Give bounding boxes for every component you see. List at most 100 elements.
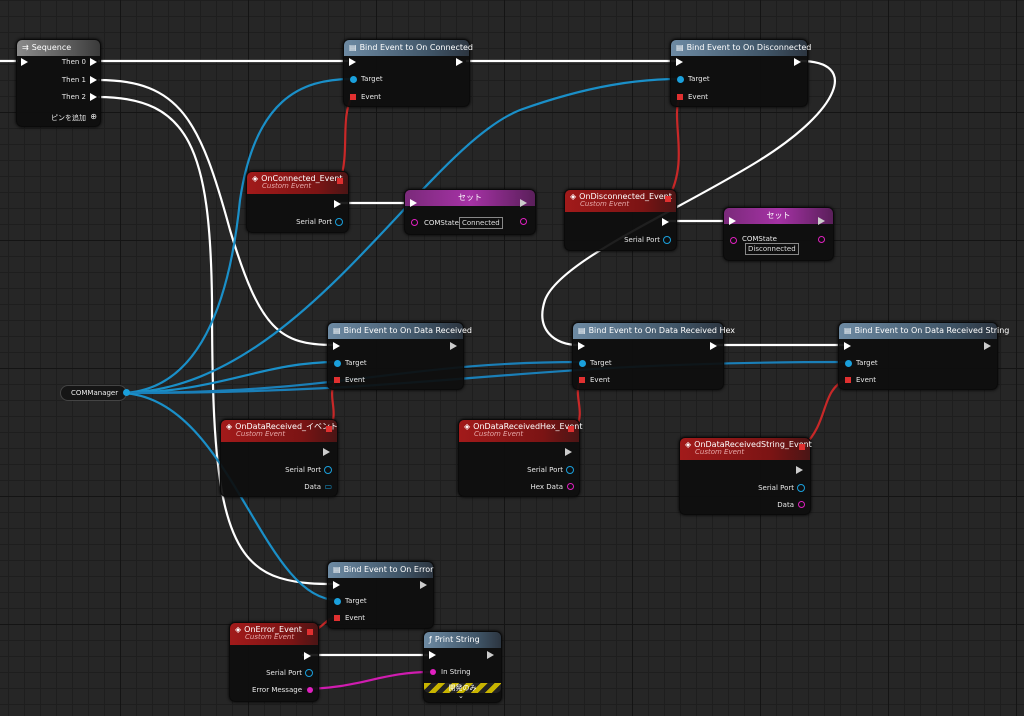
exec-out-pin[interactable] xyxy=(520,199,527,207)
exec-out-pin[interactable] xyxy=(794,58,801,66)
in-string-pin[interactable] xyxy=(430,669,436,675)
commanager-variable[interactable]: COMManager xyxy=(60,385,130,401)
event-icon: ◈ xyxy=(226,422,233,431)
event-pin[interactable] xyxy=(579,377,585,383)
exec-in-pin[interactable] xyxy=(844,342,851,350)
delegate-out-pin[interactable] xyxy=(307,629,313,635)
function-icon: ▤ xyxy=(578,326,586,335)
comstate-value-field[interactable]: Connected xyxy=(459,217,503,229)
exec-out-pin[interactable] xyxy=(420,581,427,589)
event-pin[interactable] xyxy=(334,615,340,621)
exec-out-pin[interactable] xyxy=(796,466,803,474)
comstate-label: COMState xyxy=(742,235,777,243)
serial-port-pin[interactable] xyxy=(566,466,574,474)
comstate-in-pin[interactable] xyxy=(730,237,737,244)
add-pin-label[interactable]: ピンを追加 xyxy=(51,114,86,122)
exec-out-pin[interactable] xyxy=(456,58,463,66)
data-pin[interactable] xyxy=(798,501,805,508)
exec-in-pin[interactable] xyxy=(578,342,585,350)
development-only-label: 開発のみ xyxy=(448,684,477,692)
custom-event-subtitle: Custom Event xyxy=(236,430,286,438)
then-2-pin[interactable] xyxy=(90,93,97,101)
delegate-out-pin[interactable] xyxy=(326,426,332,432)
exec-wire xyxy=(97,95,335,586)
exec-out-pin[interactable] xyxy=(304,652,311,660)
set-header: セット xyxy=(724,208,833,224)
target-pin[interactable] xyxy=(845,360,852,367)
commanager-out-pin[interactable] xyxy=(123,389,130,396)
exec-out-pin[interactable] xyxy=(710,342,717,350)
bind-on-data-received-node[interactable]: ▤Bind Event to On Data Received Target E… xyxy=(327,322,472,390)
set-comstate-disconnected-node[interactable]: セット COMState Disconnected xyxy=(723,207,834,261)
delegate-wire xyxy=(667,95,682,200)
event-pin[interactable] xyxy=(334,377,340,383)
exec-out-pin[interactable] xyxy=(450,342,457,350)
event-pin[interactable] xyxy=(350,94,356,100)
target-pin[interactable] xyxy=(350,76,357,83)
exec-in-pin[interactable] xyxy=(676,58,683,66)
exec-in-pin[interactable] xyxy=(729,217,736,225)
bind-on-connected-node[interactable]: ▤Bind Event to On Connected Target Event xyxy=(343,39,473,107)
serial-port-pin[interactable] xyxy=(324,466,332,474)
delegate-out-pin[interactable] xyxy=(337,178,343,184)
exec-out-pin[interactable] xyxy=(487,651,494,659)
comstate-out-pin[interactable] xyxy=(818,236,825,243)
bind-on-data-received-string-node[interactable]: ▤Bind Event to On Data Received String T… xyxy=(838,322,1009,390)
then-1-pin[interactable] xyxy=(90,76,97,84)
event-pin[interactable] xyxy=(677,94,683,100)
sequence-node[interactable]: ⇉Sequence Then 0 Then 1 Then 2 ピンを追加 ⊕ xyxy=(16,39,101,127)
object-wire xyxy=(118,77,353,395)
data-array-pin[interactable]: ▭ xyxy=(324,482,332,491)
exec-out-pin[interactable] xyxy=(662,218,669,226)
serial-port-pin[interactable] xyxy=(335,218,343,226)
target-pin[interactable] xyxy=(579,360,586,367)
then-0-pin[interactable] xyxy=(90,58,97,66)
hex-data-pin[interactable] xyxy=(567,483,574,490)
target-pin[interactable] xyxy=(334,360,341,367)
custom-event-subtitle: Custom Event xyxy=(695,448,745,456)
delegate-out-pin[interactable] xyxy=(665,196,671,202)
exec-in-pin[interactable] xyxy=(21,58,28,66)
exec-out-pin[interactable] xyxy=(334,200,341,208)
exec-in-pin[interactable] xyxy=(410,199,417,207)
comstate-out-pin[interactable] xyxy=(520,218,527,225)
exec-in-pin[interactable] xyxy=(333,581,340,589)
bind-on-data-received-hex-node[interactable]: ▤Bind Event to On Data Received Hex Targ… xyxy=(572,322,735,390)
serial-port-pin[interactable] xyxy=(797,484,805,492)
exec-in-pin[interactable] xyxy=(429,651,436,659)
event-label: Event xyxy=(856,376,877,384)
serial-port-pin[interactable] xyxy=(305,669,313,677)
bind-on-error-node[interactable]: ▤Bind Event to On Error Target Event xyxy=(327,561,434,629)
exec-out-pin[interactable] xyxy=(565,448,572,456)
comstate-value-field[interactable]: Disconnected xyxy=(745,243,799,255)
expand-chevron-icon[interactable]: ⌄ xyxy=(458,692,464,700)
exec-out-pin[interactable] xyxy=(323,448,330,456)
comstate-in-pin[interactable] xyxy=(411,219,418,226)
exec-in-pin[interactable] xyxy=(333,342,340,350)
target-label: Target xyxy=(361,75,383,83)
exec-in-pin[interactable] xyxy=(349,58,356,66)
target-pin[interactable] xyxy=(334,598,341,605)
exec-out-pin[interactable] xyxy=(984,342,991,350)
error-message-pin[interactable] xyxy=(307,687,313,693)
bind-on-disconnected-node[interactable]: ▤Bind Event to On Disconnected Target Ev… xyxy=(670,39,811,107)
add-pin-icon[interactable]: ⊕ xyxy=(90,112,97,121)
event-pin[interactable] xyxy=(845,377,851,383)
serial-port-pin[interactable] xyxy=(663,236,671,244)
delegate-out-pin[interactable] xyxy=(799,444,805,450)
delegate-out-pin[interactable] xyxy=(568,426,574,432)
target-pin[interactable] xyxy=(677,76,684,83)
exec-out-pin[interactable] xyxy=(818,217,825,225)
set-comstate-connected-node[interactable]: セット COMState Connected xyxy=(404,189,536,235)
function-icon: ▤ xyxy=(333,565,341,574)
